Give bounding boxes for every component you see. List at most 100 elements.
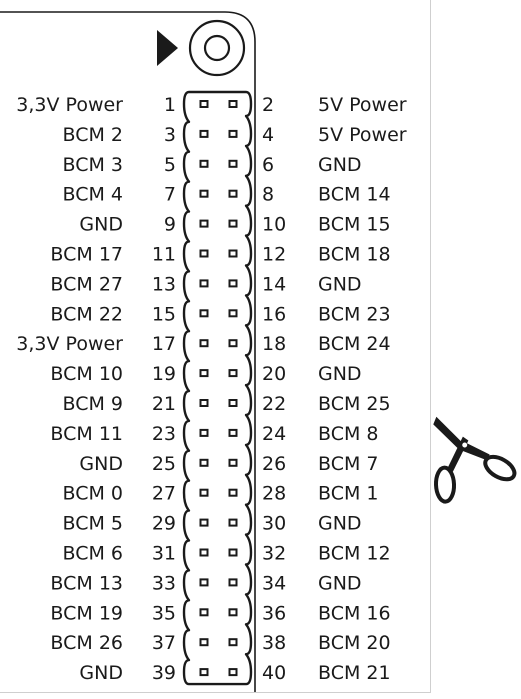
pin-pad <box>199 189 209 198</box>
pin-number: 31 <box>152 543 176 565</box>
pin-label: BCM 18 <box>318 244 391 266</box>
pin-pad <box>228 638 238 647</box>
pin-pad <box>228 548 238 557</box>
pin-pad <box>228 100 238 108</box>
pin-number: 5 <box>164 154 176 176</box>
pin-number: 37 <box>152 632 176 654</box>
pin-pad <box>228 159 238 168</box>
pin-label: BCM 15 <box>318 214 391 236</box>
pin-pad <box>228 428 238 437</box>
pin-label: BCM 12 <box>318 543 391 565</box>
pin-number: 21 <box>152 393 176 415</box>
pin-pad <box>199 219 209 228</box>
pin-pad <box>199 279 209 288</box>
pin-label: BCM 2 <box>63 124 124 146</box>
pin-pad <box>199 369 209 378</box>
pin-number: 30 <box>262 513 286 535</box>
pin-label: GND <box>318 513 362 535</box>
pin-label: BCM 5 <box>63 513 124 535</box>
pin-pad <box>228 668 238 677</box>
pin-label: GND <box>318 363 362 385</box>
pin-label: BCM 17 <box>50 244 123 266</box>
pin-label: GND <box>79 453 123 475</box>
pin-label: BCM 6 <box>63 543 124 565</box>
pin-label: BCM 25 <box>318 393 391 415</box>
pin-label: 5V Power <box>318 94 407 116</box>
pin-number: 7 <box>164 184 176 206</box>
pin-number: 36 <box>262 602 286 624</box>
pin-number: 24 <box>262 423 286 445</box>
circle-hole-icon <box>188 19 246 77</box>
pin-number: 11 <box>152 244 176 266</box>
pin-label: BCM 4 <box>63 184 124 206</box>
pin-label: GND <box>318 572 362 594</box>
pin-pad <box>199 100 209 108</box>
pin-number: 27 <box>152 483 176 505</box>
pin-number: 29 <box>152 513 176 535</box>
header-outline <box>182 90 253 686</box>
pin-number: 15 <box>152 303 176 325</box>
pin-label: BCM 22 <box>50 303 123 325</box>
pin-pads <box>199 100 238 677</box>
triangle-pointer-icon <box>157 30 178 66</box>
pin-pad <box>199 638 209 647</box>
pin-label: BCM 16 <box>318 602 391 624</box>
pin-pad <box>228 339 238 348</box>
pin-label: GND <box>318 154 362 176</box>
cut-line <box>0 11 256 692</box>
pin-label: BCM 7 <box>318 453 379 475</box>
pin-label: BCM 13 <box>50 572 123 594</box>
pin-pad <box>199 129 209 138</box>
pin-pad <box>199 399 209 407</box>
pin-pad <box>199 249 209 258</box>
pin-number: 18 <box>262 333 286 355</box>
pin-pad <box>228 189 238 198</box>
pin-number: 40 <box>262 662 286 684</box>
pin-pad <box>228 279 238 288</box>
pin-number: 12 <box>262 244 286 266</box>
pin-label: BCM 8 <box>318 423 379 445</box>
pin-label: GND <box>79 662 123 684</box>
pin-number: 35 <box>152 602 176 624</box>
pin-number: 28 <box>262 483 286 505</box>
pin-pad <box>199 488 209 497</box>
pin-pad <box>228 219 238 228</box>
card-frame <box>0 0 431 693</box>
pin-pad <box>199 548 209 557</box>
pin-label: BCM 3 <box>63 154 124 176</box>
scissors-icon <box>433 416 517 504</box>
pin-pad <box>228 249 238 258</box>
pin-label: BCM 20 <box>318 632 391 654</box>
pin-number: 25 <box>152 453 176 475</box>
pin-pad <box>199 518 209 527</box>
pin-label: GND <box>318 273 362 295</box>
pin-number: 19 <box>152 363 176 385</box>
pin-label: 3,3V Power <box>16 94 123 116</box>
pin-pad <box>199 668 209 677</box>
pin-pad <box>228 399 238 407</box>
pin-label: BCM 11 <box>50 423 123 445</box>
pin-number: 3 <box>164 124 176 146</box>
pin-label: BCM 1 <box>318 483 379 505</box>
pin-number: 33 <box>152 572 176 594</box>
pin-label: BCM 9 <box>63 393 124 415</box>
pin-pad <box>228 369 238 378</box>
pin-number: 38 <box>262 632 286 654</box>
pin-number: 13 <box>152 273 176 295</box>
pin-number: 17 <box>152 333 176 355</box>
pin-number: 14 <box>262 273 286 295</box>
pin-number: 32 <box>262 543 286 565</box>
pin-pad <box>199 339 209 348</box>
pin-pad <box>228 578 238 587</box>
pin-number: 23 <box>152 423 176 445</box>
pin-pad <box>199 309 209 318</box>
pin-number: 8 <box>262 184 274 206</box>
pin-pad <box>199 428 209 437</box>
pin-number: 2 <box>262 94 274 116</box>
pin-number: 9 <box>164 214 176 236</box>
pin-pad <box>228 458 238 467</box>
pin-label: BCM 27 <box>50 273 123 295</box>
pin-label: 5V Power <box>318 124 407 146</box>
pin-pad <box>228 309 238 318</box>
